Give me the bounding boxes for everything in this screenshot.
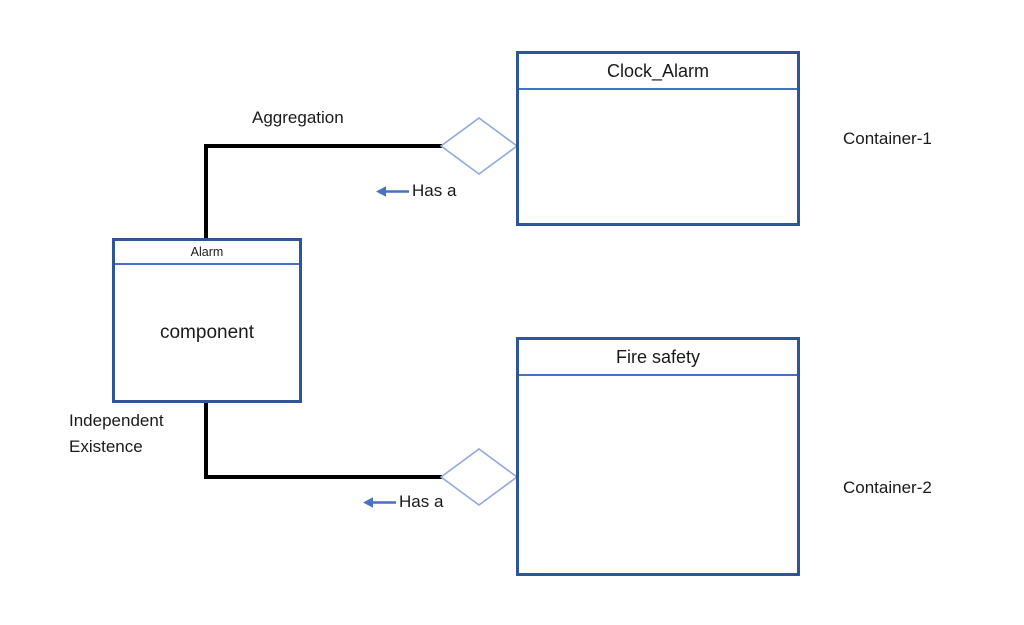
class-body <box>519 376 797 573</box>
class-box-clock-alarm: Clock_Alarm <box>516 51 800 226</box>
connector-bottom-vertical <box>204 403 208 479</box>
connector-top-vertical <box>204 144 208 238</box>
aggregation-diamond-icon <box>440 117 518 175</box>
has-a-label: Has a <box>412 181 457 200</box>
has-a-label: Has a <box>399 492 444 511</box>
class-title: Clock_Alarm <box>519 54 797 90</box>
class-box-fire-safety: Fire safety <box>516 337 800 576</box>
class-box-alarm: Alarm component <box>112 238 302 403</box>
connector-bottom-horizontal <box>204 475 442 479</box>
left-arrow-icon <box>363 496 396 509</box>
container-1-label: Container-1 <box>843 129 932 148</box>
container-2-label: Container-2 <box>843 478 932 497</box>
independent-existence-label: Independent Existence <box>69 411 164 456</box>
has-a-annotation-bottom: Has a <box>363 492 443 512</box>
class-title: Alarm <box>115 241 299 265</box>
left-arrow-icon <box>376 185 409 198</box>
class-body-text: component <box>159 321 254 343</box>
class-title: Fire safety <box>519 340 797 376</box>
connector-top-horizontal <box>204 144 442 148</box>
class-body <box>519 90 797 223</box>
aggregation-diamond-icon <box>440 448 518 506</box>
has-a-annotation-top: Has a <box>376 181 456 201</box>
aggregation-label: Aggregation <box>252 108 344 127</box>
